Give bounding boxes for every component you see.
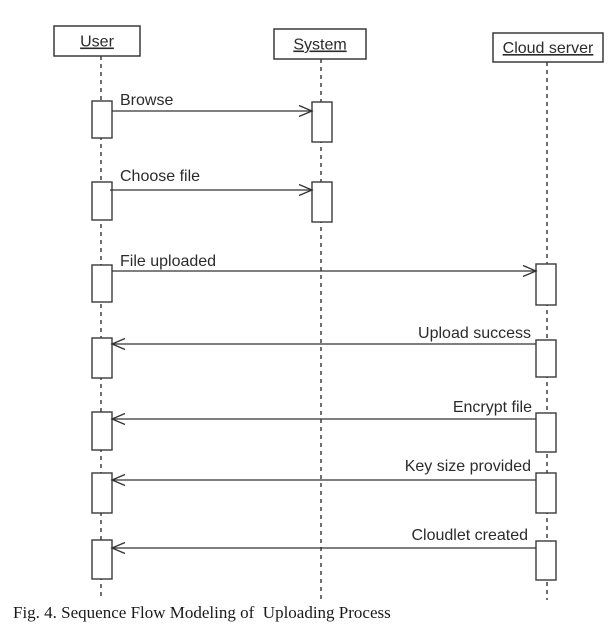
activation-box-user-3: [91, 337, 113, 379]
message-arrowhead-2: [522, 264, 538, 278]
actor-box-user: [53, 25, 141, 57]
actor-box-system: [273, 28, 367, 60]
activation-box-user-2: [91, 264, 113, 303]
actor-label-system: System: [293, 37, 346, 54]
actor-box-cloud: [492, 32, 604, 63]
activation-box-system-7: [311, 101, 333, 143]
message-arrowhead-3: [110, 337, 126, 351]
activation-box-user-6: [91, 539, 113, 580]
message-label-0: Browse: [120, 92, 173, 109]
message-label-1: Choose file: [120, 168, 200, 185]
message-arrowhead-5: [110, 473, 126, 487]
message-label-3: Upload success: [418, 325, 531, 342]
activation-box-cloud-10: [535, 339, 557, 378]
message-label-2: File uploaded: [120, 253, 216, 270]
activation-box-cloud-13: [535, 540, 557, 581]
message-label-4: Encrypt file: [453, 399, 532, 416]
message-arrowhead-4: [110, 412, 126, 426]
activation-box-user-1: [91, 181, 113, 221]
activation-box-system-8: [311, 181, 333, 223]
activation-box-cloud-12: [535, 472, 557, 514]
activation-box-user-0: [91, 100, 113, 139]
message-arrowhead-1: [298, 183, 314, 197]
figure-caption: Fig. 4. Sequence Flow Modeling of Upload…: [13, 603, 391, 622]
actor-label-user: User: [80, 34, 114, 51]
activation-box-cloud-11: [535, 412, 557, 453]
message-arrowhead-6: [110, 541, 126, 555]
actor-label-cloud: Cloud server: [503, 40, 594, 57]
message-arrowhead-0: [298, 104, 314, 118]
message-label-6: Cloudlet created: [411, 527, 528, 544]
message-label-5: Key size provided: [405, 458, 531, 475]
activation-box-user-5: [91, 472, 113, 514]
activation-box-cloud-9: [535, 263, 557, 306]
activation-box-user-4: [91, 411, 113, 451]
